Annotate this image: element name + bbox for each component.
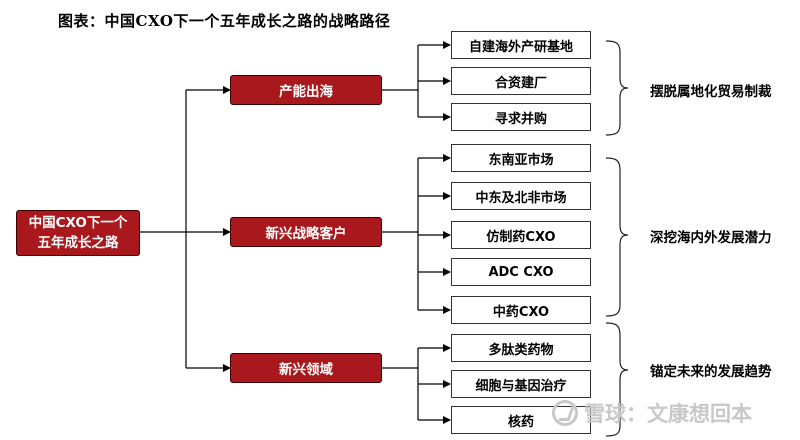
root-node: 中国CXO下一个 五年成长之路: [16, 210, 140, 256]
leaf-node: 寻求并购: [451, 103, 591, 131]
watermark: 雪球：文康想回本: [552, 398, 752, 428]
leaf-node: 自建海外产研基地: [451, 31, 591, 59]
branch-node-capacity-overseas: 产能出海: [230, 75, 382, 105]
leaf-node: 中东及北非市场: [451, 182, 591, 210]
summary-text: 深挖海内外发展潜力: [650, 230, 772, 246]
leaf-node: ADC CXO: [451, 258, 591, 286]
watermark-text: 雪球：文康想回本: [584, 402, 752, 426]
root-line-2: 五年成长之路: [37, 235, 119, 251]
leaf-node: 细胞与基因治疗: [451, 370, 591, 398]
summary-text: 摆脱属地化贸易制裁: [650, 84, 772, 100]
snowball-logo-icon: [552, 400, 578, 426]
leaf-node: 东南亚市场: [451, 144, 591, 172]
branch-node-emerging-fields: 新兴领域: [230, 353, 382, 383]
leaf-node: 合资建厂: [451, 67, 591, 95]
branch-node-emerging-customers: 新兴战略客户: [230, 217, 382, 247]
leaf-node: 仿制药CXO: [451, 221, 591, 249]
summary-text: 锚定未来的发展趋势: [650, 364, 772, 380]
leaf-node: 中药CXO: [451, 296, 591, 324]
root-line-1: 中国CXO下一个: [28, 215, 128, 231]
leaf-node: 多肽类药物: [451, 334, 591, 362]
chart-title: 图表：中国CXO下一个五年成长之路的战略路径: [58, 12, 391, 30]
